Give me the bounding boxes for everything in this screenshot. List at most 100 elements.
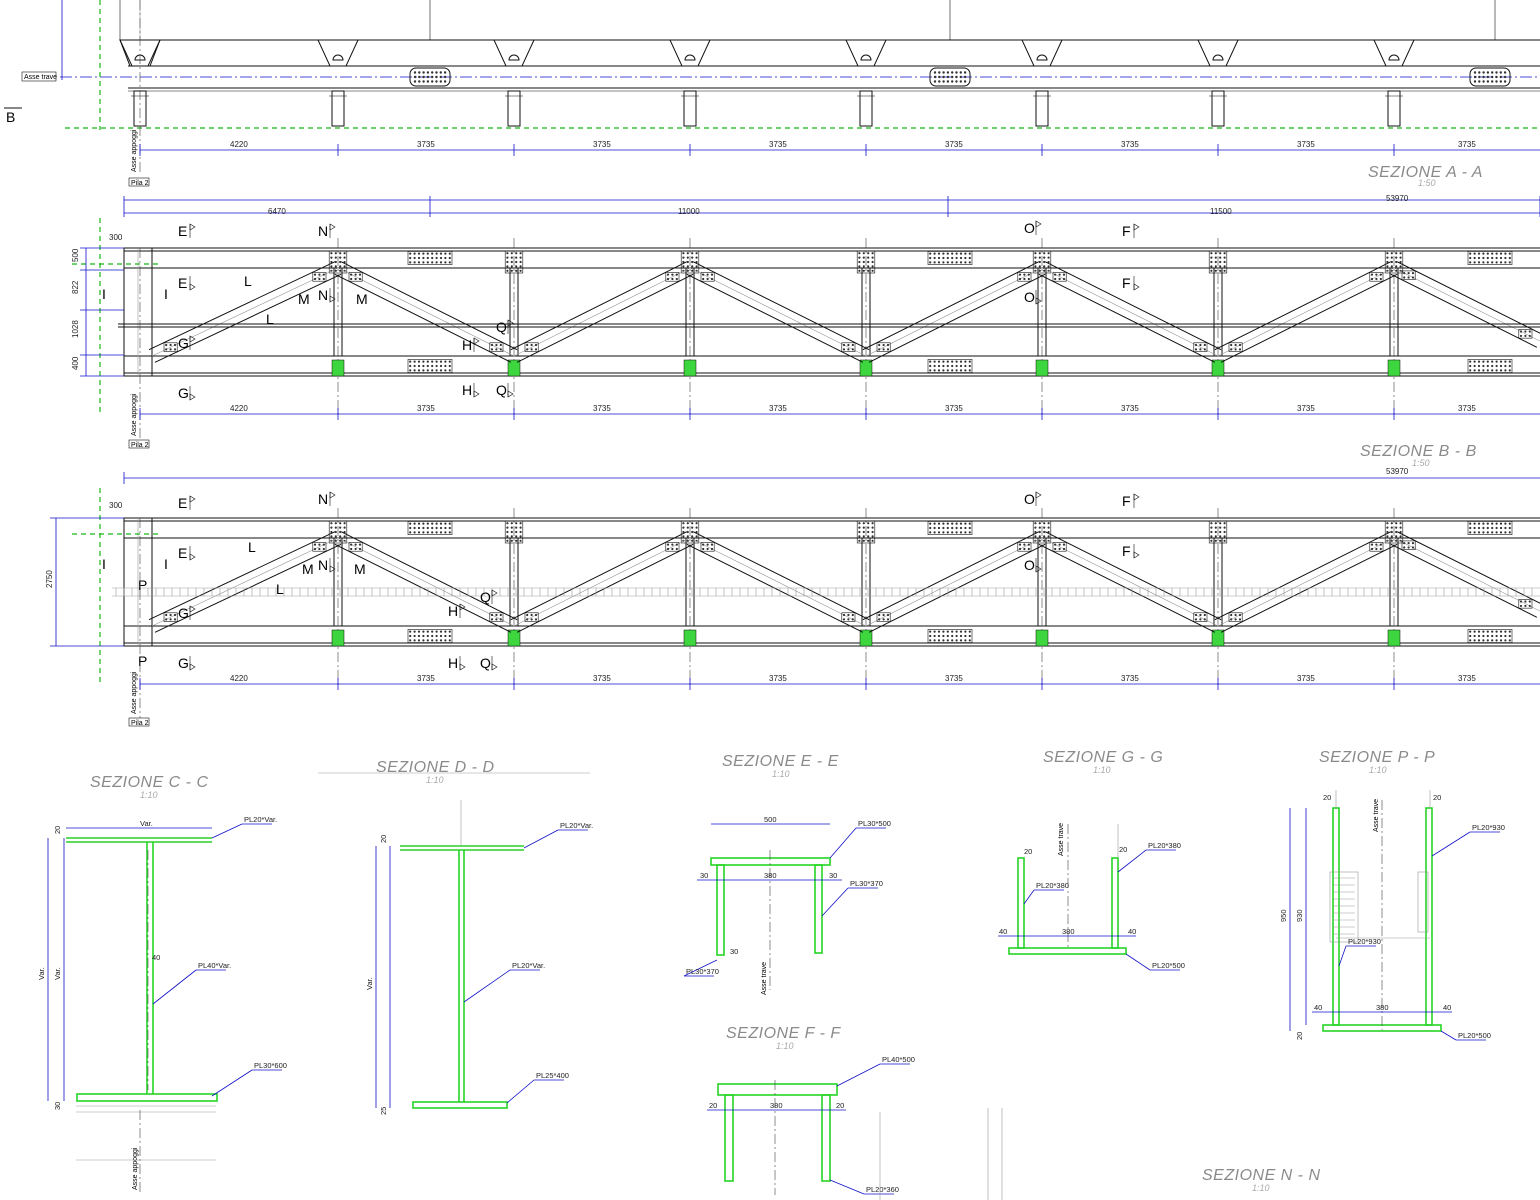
dimension-value: 4220 [230, 140, 248, 149]
section-tag-flag [459, 663, 466, 671]
bolt [1027, 273, 1030, 276]
bolt [534, 613, 538, 617]
ghost-plate [1417, 871, 1429, 933]
bolt [1495, 522, 1498, 525]
thickness: 30 [730, 947, 738, 956]
bolt [1508, 364, 1511, 368]
bolt [862, 252, 865, 255]
thickness: 30 [700, 871, 708, 880]
bolt [1482, 639, 1485, 642]
bolt [886, 618, 890, 621]
bolt [1504, 256, 1507, 260]
bolt [515, 269, 518, 272]
section-ff-scale: 1:10 [776, 1041, 794, 1051]
bolt [1499, 364, 1503, 368]
web-right [814, 864, 823, 954]
section-tag-letter: Q [496, 382, 507, 398]
section-tag-letter: G [178, 335, 189, 351]
bolt [938, 75, 941, 79]
bolt [1491, 531, 1494, 534]
bolt [422, 634, 425, 638]
bolt [1508, 639, 1511, 642]
bolt [1491, 526, 1494, 530]
diagonal-edge [1038, 273, 1216, 363]
bolt-plate [1384, 250, 1404, 274]
bolt [929, 639, 932, 642]
bolt [418, 80, 421, 83]
bolt [942, 526, 945, 530]
bolt [1504, 526, 1507, 530]
bottom-node-stiffener [1211, 359, 1225, 377]
bolt [882, 343, 885, 347]
bolt [490, 613, 494, 617]
bolt [490, 618, 494, 621]
bolt [1219, 269, 1222, 272]
bolt-plate [328, 520, 348, 544]
bolt [1482, 630, 1485, 633]
diagonal-axis [1041, 267, 1219, 357]
bolt [929, 634, 932, 638]
bolt [951, 526, 954, 530]
bolt [495, 343, 498, 347]
bolt [858, 265, 861, 268]
bolt [1034, 535, 1037, 538]
bolt [929, 531, 932, 534]
bolt [955, 256, 958, 260]
bolt [1477, 252, 1481, 255]
tag-n-bottom: N [318, 557, 336, 573]
bolt [426, 360, 429, 363]
diagonal-bolts [876, 342, 891, 352]
bolt [334, 256, 337, 259]
bolt [946, 75, 950, 79]
bolt [867, 256, 870, 259]
bolt [417, 526, 421, 530]
bolt [955, 364, 958, 368]
bracket-hinge [134, 54, 146, 61]
bolt [933, 75, 937, 79]
bolt [1234, 348, 1237, 351]
bolt [510, 252, 513, 255]
section-dd-scale: 1:10 [426, 775, 444, 785]
tag-f-top: F [1122, 223, 1140, 239]
dimension-value: 3735 [593, 404, 611, 413]
bolt [968, 526, 971, 530]
bolt [426, 261, 429, 264]
leader-line [463, 969, 511, 1003]
bolt [1223, 269, 1226, 272]
bolt [435, 522, 438, 525]
bolt [435, 364, 438, 368]
bolt [1495, 261, 1498, 264]
bolt [515, 265, 518, 268]
bolt [334, 252, 337, 255]
bolt [413, 522, 416, 525]
diagonal-edge [1390, 543, 1538, 618]
bolt [339, 530, 342, 534]
dimension-value: 3735 [1121, 674, 1139, 683]
bolt [1399, 522, 1402, 525]
bolt [1469, 252, 1472, 255]
bolt [1469, 369, 1472, 372]
bolt [851, 348, 854, 351]
bolt-plate [1017, 272, 1032, 282]
bolt-plate [1401, 540, 1416, 551]
bolt [1390, 256, 1393, 259]
bolt [1499, 634, 1503, 638]
bolt [165, 348, 168, 351]
splice-outline [1469, 67, 1511, 87]
bolt [1223, 535, 1226, 538]
bolt [1469, 256, 1472, 260]
bolt [431, 360, 434, 363]
bolt [439, 522, 443, 525]
bolt [1407, 542, 1410, 545]
tag-g-bottom: G [178, 385, 196, 401]
bolt [946, 531, 949, 534]
web-left [724, 1094, 734, 1182]
thickness: 30 [829, 871, 837, 880]
bracket-hinge [1388, 54, 1400, 61]
bolt-plate [927, 251, 973, 265]
bolt [1054, 273, 1057, 276]
bolt [530, 618, 533, 621]
top-node-bolts [856, 520, 876, 544]
segment-length: 11500 [1210, 207, 1232, 216]
tag-f-top: F [1122, 493, 1140, 509]
